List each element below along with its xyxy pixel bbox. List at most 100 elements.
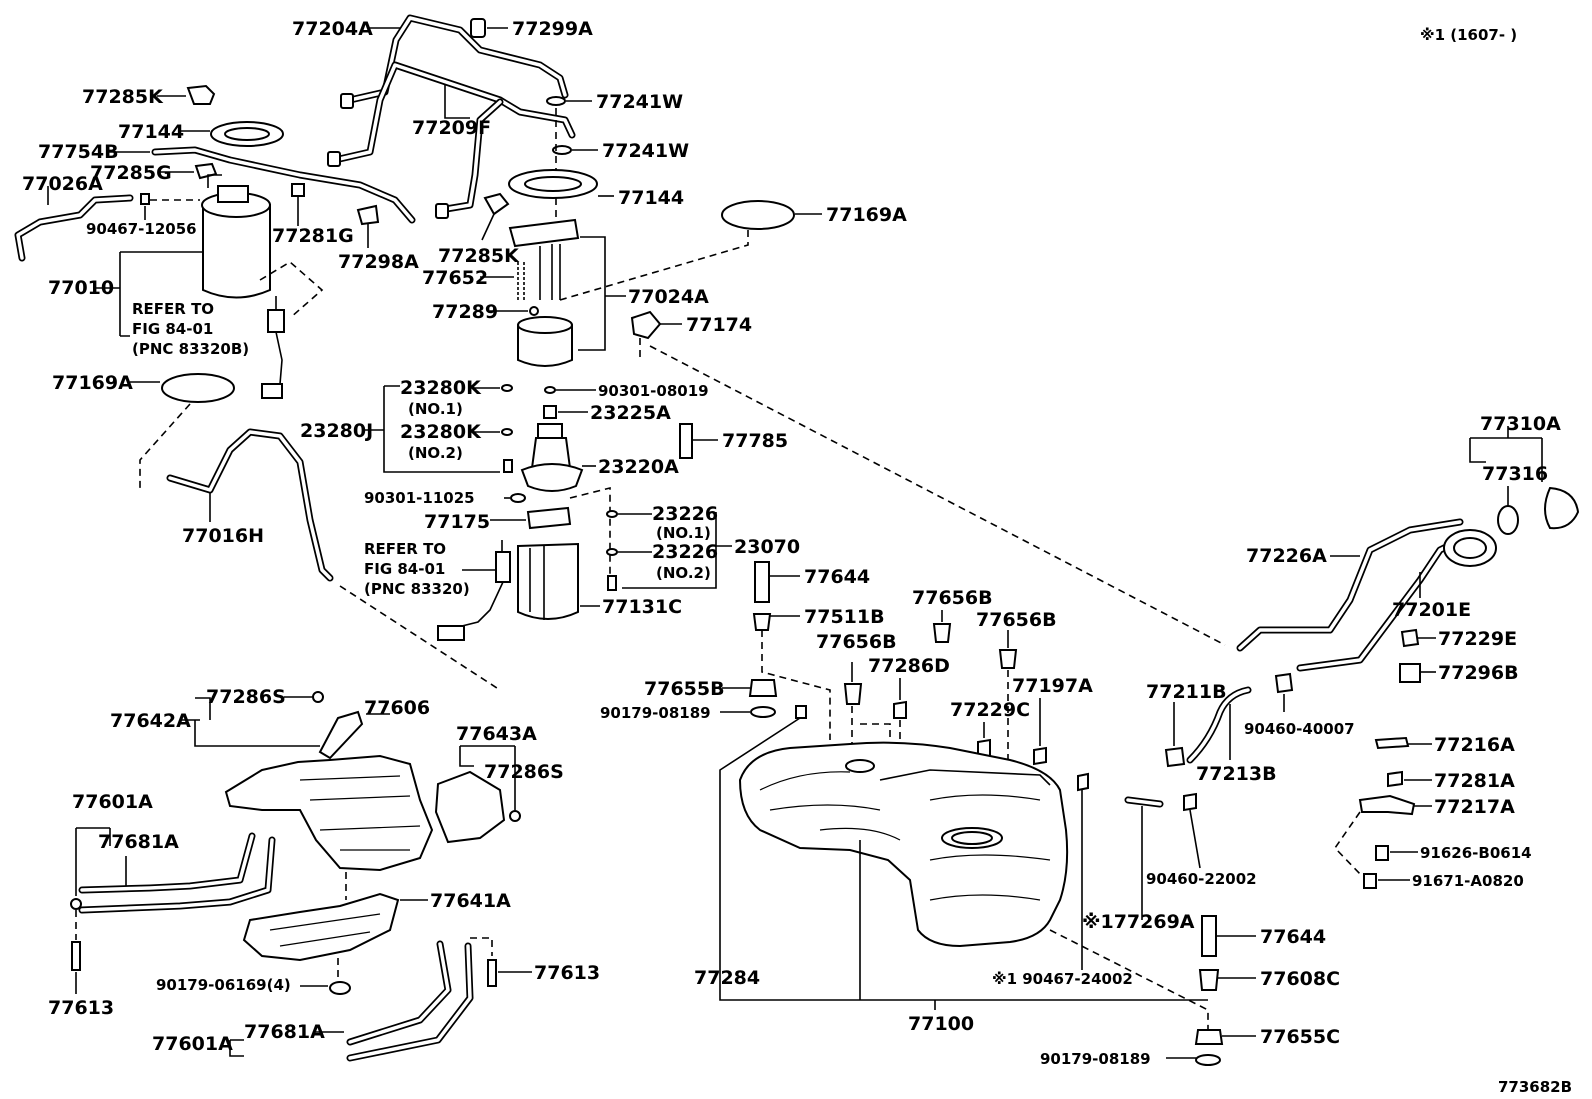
label-77229e: 77229E xyxy=(1438,628,1517,650)
oring-23226-a xyxy=(606,510,618,518)
refer-b-line3: (PNC 83320) xyxy=(364,580,470,598)
label-77217a: 77217A xyxy=(1434,796,1515,818)
connector-77785 xyxy=(679,423,693,459)
label-77655b: 77655B xyxy=(644,678,725,700)
label-77642a: 77642A xyxy=(110,710,191,732)
model-range-note: ※1 (1607- ) xyxy=(1420,26,1517,44)
label-77201e: 77201E xyxy=(1392,599,1471,621)
sub-no2-a: (NO.2) xyxy=(408,444,463,462)
clip-77286s-a xyxy=(312,691,324,703)
label-91626-b0614: 91626-B0614 xyxy=(1420,844,1532,862)
label-77131c: 77131C xyxy=(602,596,682,618)
label-77601a-b: 77601A xyxy=(152,1033,233,1055)
label-77656b-b: 77656B xyxy=(976,609,1057,631)
clamp-90460-22002 xyxy=(1183,792,1197,812)
label-77286d: 77286D xyxy=(868,655,950,677)
label-77613-a: 77613 xyxy=(48,997,114,1019)
ring-77169a-a xyxy=(721,200,795,230)
gasket-77241w-b xyxy=(552,145,572,155)
label-77024a: 77024A xyxy=(628,286,709,308)
label-77316: 77316 xyxy=(1482,463,1548,485)
oring-23280k-b xyxy=(501,428,513,436)
label-77197a: 77197A xyxy=(1012,675,1093,697)
clip-90467-24002 xyxy=(1077,772,1089,792)
label-77169a-b: 77169A xyxy=(52,372,133,394)
clip-77298a xyxy=(356,204,380,226)
label-90467-12056: 90467-12056 xyxy=(86,220,197,238)
label-77289: 77289 xyxy=(432,301,498,323)
label-77241w-b: 77241W xyxy=(602,140,689,162)
label-77285k-a: 77285K xyxy=(82,86,164,108)
label-23280k-b: 23280K xyxy=(400,421,482,443)
plug-77644-b xyxy=(1201,915,1217,957)
part-77289 xyxy=(529,306,539,316)
label-77656b-a: 77656B xyxy=(912,587,993,609)
nut-77601a-a xyxy=(70,898,82,910)
label-23226-b: 23226 xyxy=(652,541,718,563)
label-77601a-a: 77601A xyxy=(72,791,153,813)
label-77511b: 77511B xyxy=(804,606,885,628)
gasket-77241w-a xyxy=(546,96,566,106)
protector-77641a xyxy=(242,892,400,962)
bracket-77217a xyxy=(1358,794,1416,816)
sub-no1-b: (NO.1) xyxy=(656,524,711,542)
pump-case-77131c xyxy=(517,542,579,620)
oring-23280k-a xyxy=(501,384,513,392)
label-90460-40007: 90460-40007 xyxy=(1244,720,1355,738)
bolt-23280 xyxy=(503,459,513,473)
sub-no2-b: (NO.2) xyxy=(656,564,711,582)
label-77211b: 77211B xyxy=(1146,681,1227,703)
label-77284: 77284 xyxy=(694,967,760,989)
bolt-90467-12056 xyxy=(140,193,150,205)
refer-a-line1: REFER TO xyxy=(132,300,214,318)
label-77026a: 77026A xyxy=(22,173,103,195)
label-77285g: 77285G xyxy=(90,162,172,184)
fuel-pump-bracket-77024a xyxy=(508,218,580,367)
label-77681a-a: 77681A xyxy=(98,831,179,853)
grommet-77656b-a xyxy=(932,623,952,643)
part-23225a xyxy=(543,405,557,419)
grommet-77511b xyxy=(752,613,772,631)
fuel-filter-77010 xyxy=(201,174,271,299)
protector-77643a xyxy=(434,770,506,844)
label-77281g: 77281G xyxy=(272,225,354,247)
label-23220a: 23220A xyxy=(598,456,679,478)
sender-83320b xyxy=(267,309,285,333)
fuel-tank-77100 xyxy=(738,741,1069,948)
part-77175 xyxy=(526,506,572,530)
ring-77169a-b xyxy=(161,373,235,403)
bolt-91626-b0614 xyxy=(1375,845,1389,861)
part-77174 xyxy=(630,310,662,340)
clip-77229e xyxy=(1400,628,1420,648)
label-23226-a: 23226 xyxy=(652,503,718,525)
grommet-77656b-b xyxy=(998,649,1018,669)
label-77241w-a: 77241W xyxy=(596,91,683,113)
label-77656b-c: 77656B xyxy=(816,631,897,653)
band-77601a-a xyxy=(78,832,276,914)
label-77608c: 77608C xyxy=(1260,968,1340,990)
ring-77316 xyxy=(1497,505,1519,535)
label-77785: 77785 xyxy=(722,430,788,452)
grommet-77608c xyxy=(1198,969,1220,991)
label-77606: 77606 xyxy=(364,697,430,719)
label-77209f: 77209F xyxy=(412,117,491,139)
label-77169a-a: 77169A xyxy=(826,204,907,226)
refer-a-line3: (PNC 83320B) xyxy=(132,340,249,358)
clip-77281a xyxy=(1387,770,1403,788)
label-77643a: 77643A xyxy=(456,723,537,745)
label-77174: 77174 xyxy=(686,314,752,336)
clamp-77211b xyxy=(1164,746,1186,768)
label-77644-a: 77644 xyxy=(804,566,870,588)
label-90467-24002: ※1 90467-24002 xyxy=(992,970,1133,988)
bolt-91671-a0820 xyxy=(1363,873,1377,889)
label-77310a: 77310A xyxy=(1480,413,1561,435)
grommet-77655b xyxy=(748,679,778,697)
clamp-77285k-b xyxy=(483,192,510,216)
bolt-77613-b xyxy=(487,959,497,987)
label-77010: 77010 xyxy=(48,277,114,299)
label-90179-06169: 90179-06169(4) xyxy=(156,976,291,994)
clip-77284 xyxy=(795,705,807,719)
fuel-pump-23220a xyxy=(520,423,584,492)
clip-77299a xyxy=(470,18,486,38)
